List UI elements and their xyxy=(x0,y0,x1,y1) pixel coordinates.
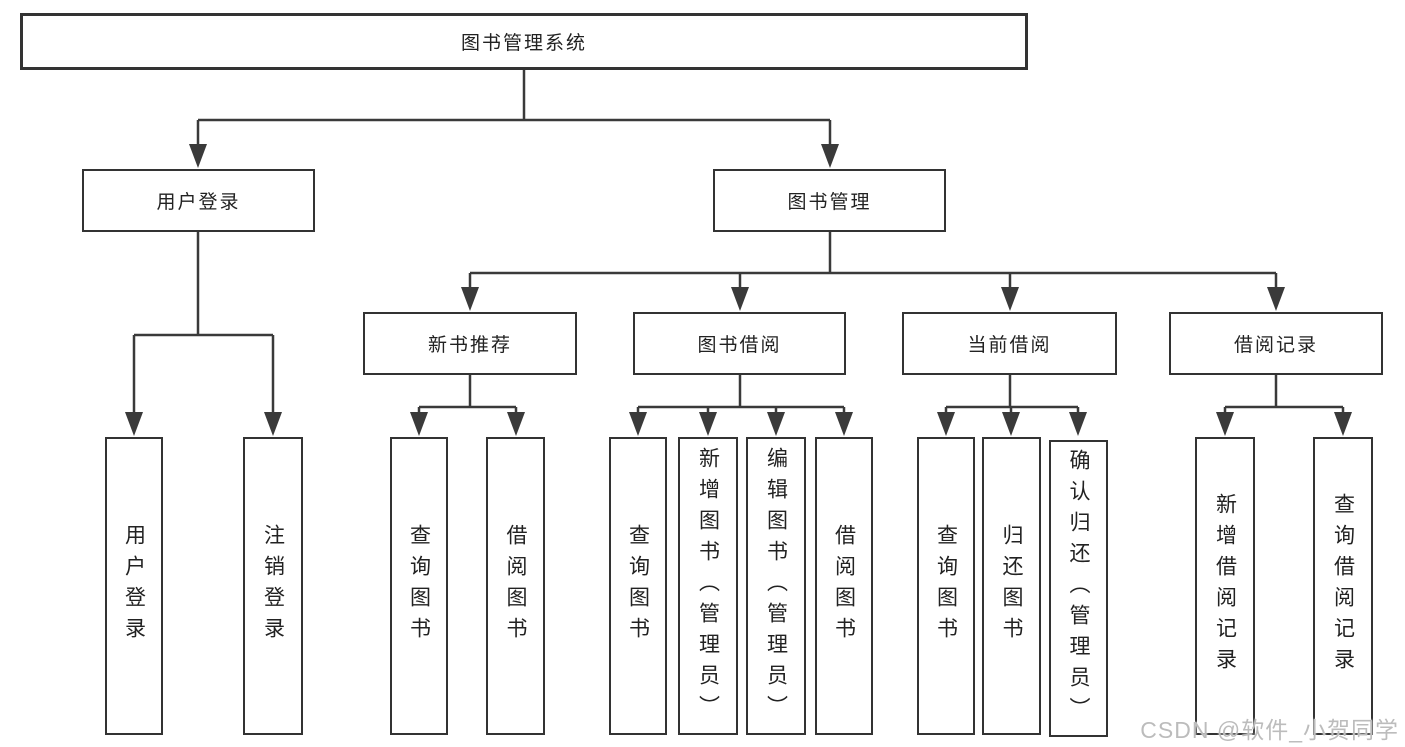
node-current-borrow: 当前借阅 xyxy=(902,312,1117,375)
leaf-query-books-3: 查询图书 xyxy=(917,437,975,735)
leaf-user-login: 用户登录 xyxy=(105,437,163,735)
leaf-confirm-return-admin: 确认归还（管理员） xyxy=(1049,440,1108,737)
watermark: CSDN @软件_小贺同学 xyxy=(1140,717,1399,743)
leaf-query-books-2: 查询图书 xyxy=(609,437,667,735)
node-user-login: 用户登录 xyxy=(82,169,315,232)
arrowheads xyxy=(125,144,1352,436)
leaf-logout: 注销登录 xyxy=(243,437,303,735)
leaf-add-book-admin: 新增图书（管理员） xyxy=(678,437,738,735)
leaf-edit-book-admin: 编辑图书（管理员） xyxy=(746,437,806,735)
leaf-add-borrow-record: 新增借阅记录 xyxy=(1195,437,1255,735)
leaf-query-books-1: 查询图书 xyxy=(390,437,448,735)
node-book-borrow: 图书借阅 xyxy=(633,312,846,375)
leaf-query-borrow-record: 查询借阅记录 xyxy=(1313,437,1373,735)
leaf-borrow-books-1: 借阅图书 xyxy=(486,437,545,735)
leaf-return-book: 归还图书 xyxy=(982,437,1041,735)
node-root: 图书管理系统 xyxy=(20,13,1028,70)
node-book-management: 图书管理 xyxy=(713,169,946,232)
node-borrow-records: 借阅记录 xyxy=(1169,312,1383,375)
leaf-borrow-books-2: 借阅图书 xyxy=(815,437,873,735)
node-new-book-recommend: 新书推荐 xyxy=(363,312,577,375)
